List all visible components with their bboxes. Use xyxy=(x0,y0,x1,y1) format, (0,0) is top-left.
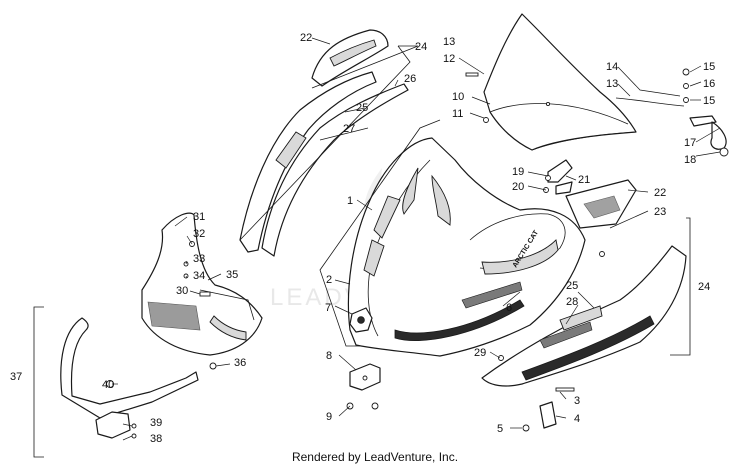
hood-badge xyxy=(349,307,373,333)
callout-38: 38 xyxy=(150,433,162,445)
callout-17: 17 xyxy=(684,137,696,149)
callout-12: 12 xyxy=(443,53,455,65)
right-side-panel xyxy=(481,179,687,387)
callout-15b: 15 xyxy=(703,95,715,107)
callout-25a: 25 xyxy=(356,102,368,114)
callout-9: 9 xyxy=(326,411,332,423)
callout-16: 16 xyxy=(703,78,715,90)
callout-33: 33 xyxy=(193,253,205,265)
callout-4: 4 xyxy=(574,413,580,425)
callout-1: 1 xyxy=(347,195,353,207)
footer-credit: Rendered by LeadVenture, Inc. xyxy=(291,450,459,464)
callout-32: 32 xyxy=(193,228,205,240)
hood-bracket xyxy=(346,363,381,410)
callout-10: 10 xyxy=(452,91,464,103)
callout-25b: 25 xyxy=(566,280,578,292)
callout-8: 8 xyxy=(326,350,332,362)
group-brackets xyxy=(33,45,691,458)
callout-6: 6 xyxy=(506,302,512,314)
callout-39: 39 xyxy=(150,417,162,429)
callout-37: 37 xyxy=(10,371,22,383)
callout-13a: 13 xyxy=(443,36,455,48)
front-bumper xyxy=(60,317,199,439)
callout-22b: 22 xyxy=(654,187,666,199)
leader-lines xyxy=(112,37,721,441)
callout-35: 35 xyxy=(226,269,238,281)
callout-27: 27 xyxy=(343,123,355,135)
callout-11: 11 xyxy=(452,108,463,120)
callout-28: 28 xyxy=(566,296,578,308)
hood: ARCTIC CAT xyxy=(347,137,586,357)
callout-30: 30 xyxy=(176,285,188,297)
callout-3: 3 xyxy=(574,395,580,407)
callout-36: 36 xyxy=(234,357,246,369)
callout-19: 19 xyxy=(512,166,524,178)
callout-40: 40 xyxy=(102,379,114,391)
callout-18: 18 xyxy=(684,154,696,166)
callout-13b: 13 xyxy=(606,78,618,90)
callout-21: 21 xyxy=(578,174,590,186)
top-console xyxy=(239,29,409,257)
callout-2: 2 xyxy=(326,274,332,286)
mirror-assembly xyxy=(465,68,729,157)
callout-31: 31 xyxy=(193,211,205,223)
hinge xyxy=(522,387,575,432)
callout-29: 29 xyxy=(474,347,486,359)
callout-34: 34 xyxy=(193,270,205,282)
callout-20: 20 xyxy=(512,181,524,193)
callout-26: 26 xyxy=(404,73,416,85)
callout-14: 14 xyxy=(606,61,618,73)
callout-24a: 24 xyxy=(415,41,427,53)
callout-7: 7 xyxy=(325,302,331,314)
callout-labels: 1 2 3 4 5 6 7 8 9 10 11 12 13 13 14 15 1… xyxy=(10,32,715,445)
callout-15a: 15 xyxy=(703,61,715,73)
nose-cone xyxy=(141,212,263,370)
windshield-bracket xyxy=(543,159,573,195)
windshield xyxy=(483,13,637,151)
callout-5: 5 xyxy=(497,423,503,435)
callout-22a: 22 xyxy=(300,32,312,44)
callout-23: 23 xyxy=(654,206,666,218)
callout-24b: 24 xyxy=(698,281,710,293)
